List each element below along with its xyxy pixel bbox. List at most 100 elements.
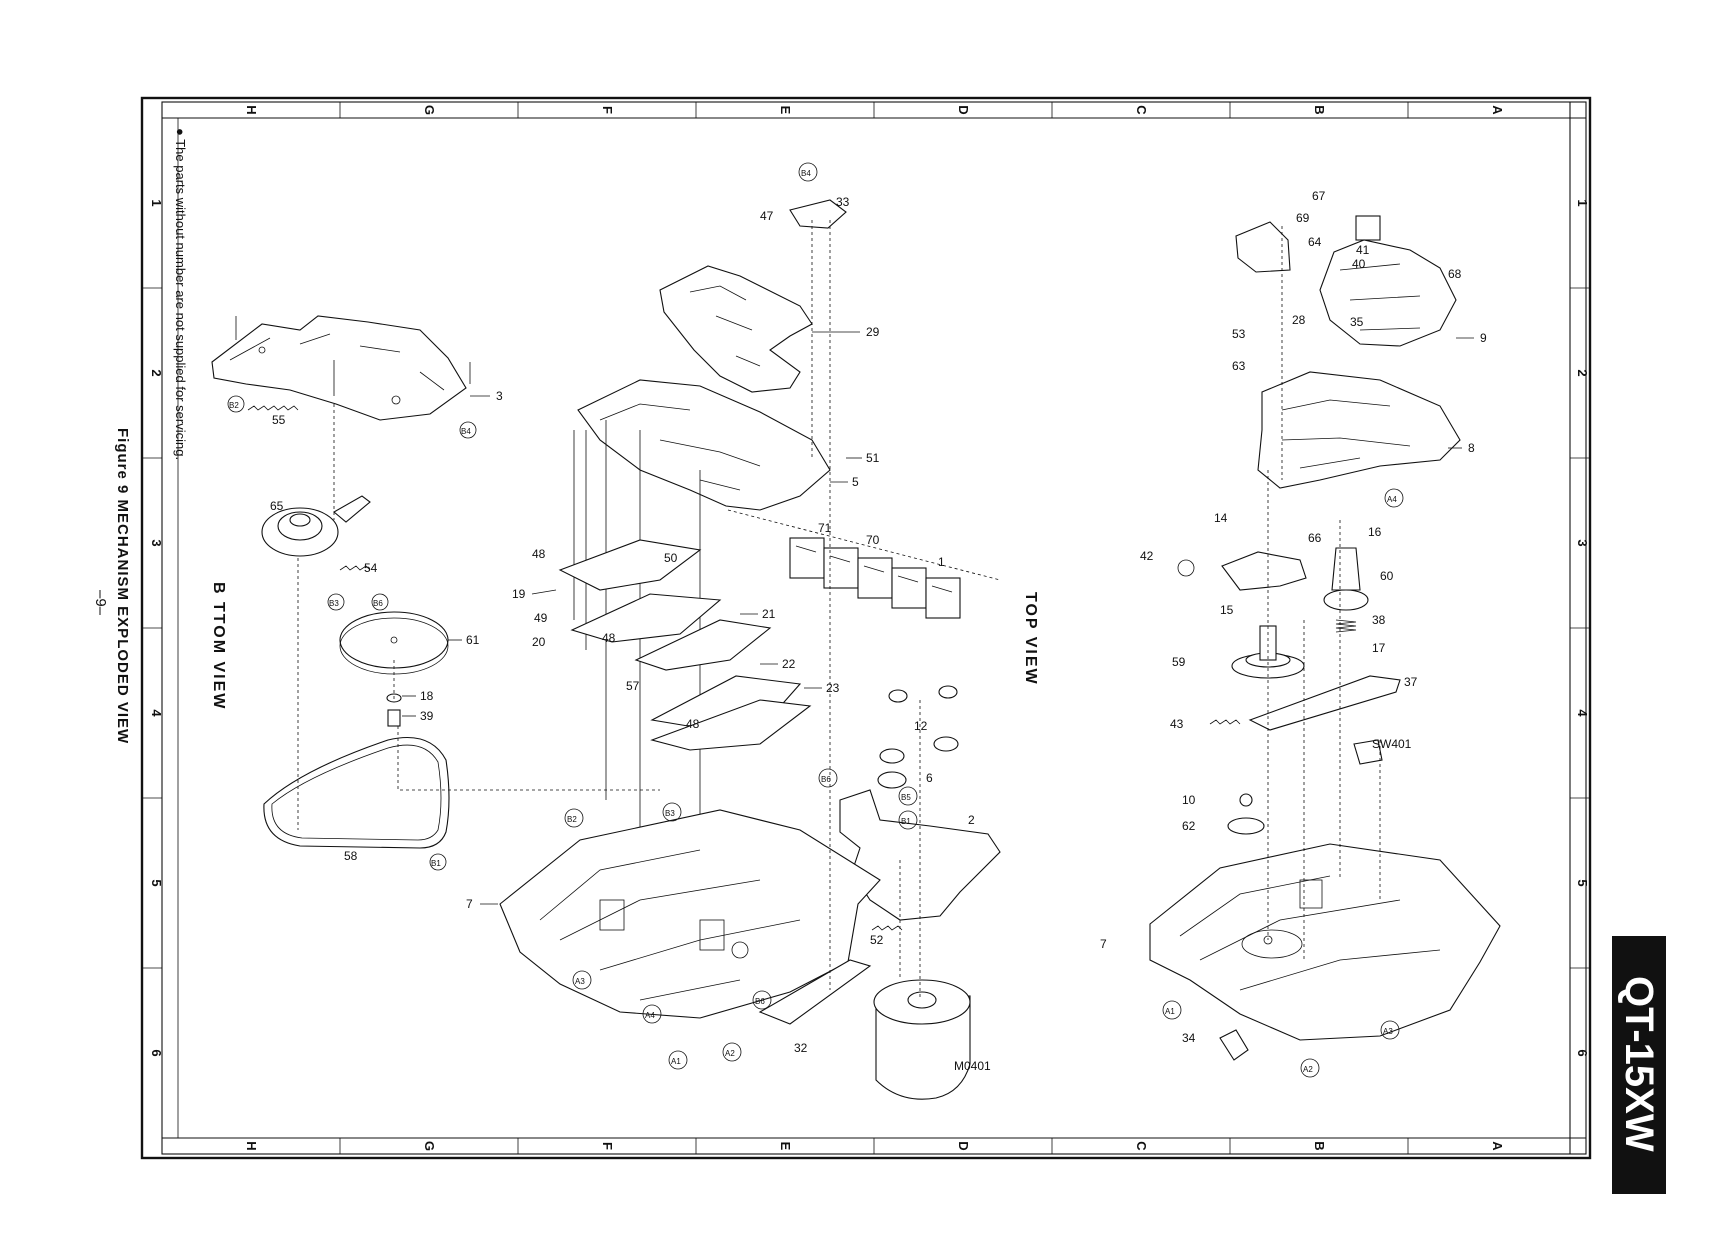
- page-number: –9–: [92, 590, 109, 616]
- callout: 59: [1172, 655, 1186, 669]
- callout: 67: [1312, 189, 1326, 203]
- callout: 23: [826, 681, 840, 695]
- callout: 60: [1380, 569, 1394, 583]
- callout: M0401: [954, 1059, 991, 1073]
- callout: 38: [1372, 613, 1386, 627]
- ref-marker: A2: [725, 1049, 735, 1058]
- callout: 43: [1170, 717, 1184, 731]
- ref-marker: B3: [665, 809, 675, 818]
- callout: 39: [420, 709, 434, 723]
- grid-number: 6: [149, 1049, 164, 1056]
- callout: 20: [532, 635, 546, 649]
- callout: 62: [1182, 819, 1196, 833]
- callout: 65: [270, 499, 284, 513]
- grid-number: 3: [1575, 539, 1590, 546]
- grid-letter: A: [1490, 105, 1505, 115]
- ref-marker: A4: [1387, 495, 1397, 504]
- callout: 50: [664, 551, 678, 565]
- model-badge-text: QT-15XW: [1617, 976, 1661, 1152]
- callout: 1: [938, 555, 945, 569]
- bottom-view-label: B TTOM VIEW: [210, 582, 227, 710]
- callout: 71: [818, 521, 832, 535]
- grid-number: 1: [149, 199, 164, 206]
- callouts-center: 33 47 29 51 5 71 70 1 48 19 49 20 50 21 …: [466, 162, 991, 1073]
- callout: 19: [512, 587, 526, 601]
- grid-letter: B: [1312, 1141, 1327, 1150]
- ref-marker: B6: [755, 997, 765, 1006]
- callout: 51: [866, 451, 880, 465]
- callout: 37: [1404, 675, 1418, 689]
- callout: 5: [852, 475, 859, 489]
- callout: 48: [602, 631, 616, 645]
- right-stack-drawing: [1149, 215, 1501, 1061]
- callout: SW401: [1372, 737, 1412, 751]
- callout: 42: [1140, 549, 1154, 563]
- grid-letter: D: [956, 1141, 971, 1150]
- callout: 35: [1350, 315, 1364, 329]
- callout: 2: [968, 813, 975, 827]
- callouts-bottom-view: 3 55 65 54 61 18 39 58 B2 B4 B3 B6 B1: [227, 389, 503, 871]
- callout: 17: [1372, 641, 1386, 655]
- callout: 6: [926, 771, 933, 785]
- ref-marker: B3: [329, 599, 339, 608]
- callout: 41: [1356, 243, 1370, 257]
- callout: 47: [760, 209, 774, 223]
- grid-number: 1: [1575, 199, 1590, 206]
- callout: 66: [1308, 531, 1322, 545]
- center-stack-drawing: [499, 199, 1001, 1100]
- grid-letter: G: [422, 1141, 437, 1151]
- callout: 16: [1368, 525, 1382, 539]
- callout: 64: [1308, 235, 1322, 249]
- ref-marker: A3: [1383, 1027, 1393, 1036]
- grid-letter: H: [244, 105, 259, 114]
- grid-letter: F: [600, 106, 615, 114]
- ref-marker: B5: [901, 793, 911, 802]
- figure-title: Figure 9 MECHANISM EXPLODED VIEW: [114, 428, 131, 744]
- callout: 53: [1232, 327, 1246, 341]
- model-badge: QT-15XW: [1612, 936, 1666, 1194]
- callout: 29: [866, 325, 880, 339]
- callout: 68: [1448, 267, 1462, 281]
- grid-letter: G: [422, 105, 437, 115]
- callout: 12: [914, 719, 928, 733]
- grid-letter: B: [1312, 105, 1327, 114]
- ref-marker: B4: [461, 427, 471, 436]
- callout: 18: [420, 689, 434, 703]
- grid-number: 2: [1575, 369, 1590, 376]
- grid-number: 3: [149, 539, 164, 546]
- callout: 63: [1232, 359, 1246, 373]
- grid-number: 2: [149, 369, 164, 376]
- callout: 8: [1468, 441, 1475, 455]
- ref-marker: B2: [229, 401, 239, 410]
- callout: 48: [686, 717, 700, 731]
- grid-number: 5: [1575, 879, 1590, 886]
- callout: 70: [866, 533, 880, 547]
- ref-marker: B1: [431, 859, 441, 868]
- ref-marker: B4: [801, 169, 811, 178]
- callout: 40: [1352, 257, 1366, 271]
- callout: 48: [532, 547, 546, 561]
- grid-letter: C: [1134, 105, 1149, 115]
- grid-letter: A: [1490, 1141, 1505, 1151]
- bottom-view-drawing: [211, 315, 660, 849]
- callout: 52: [870, 933, 884, 947]
- grid-number: 4: [1575, 709, 1590, 717]
- callout: 28: [1292, 313, 1306, 327]
- callout: 7: [466, 897, 473, 911]
- ref-marker: A3: [575, 977, 585, 986]
- grid-letter: F: [600, 1142, 615, 1150]
- grid-letter: E: [778, 106, 793, 115]
- grid-number: 5: [149, 879, 164, 886]
- ref-marker: B6: [373, 599, 383, 608]
- callout: 10: [1182, 793, 1196, 807]
- callout: 49: [534, 611, 548, 625]
- callout: 9: [1480, 331, 1487, 345]
- callout: 32: [794, 1041, 808, 1055]
- callouts-right: 67 69 64 41 40 68 53 28 35 9 63 8 14 66 …: [1100, 189, 1487, 1078]
- callout: 33: [836, 195, 850, 209]
- callout: 54: [364, 561, 378, 575]
- callout: 7: [1100, 937, 1107, 951]
